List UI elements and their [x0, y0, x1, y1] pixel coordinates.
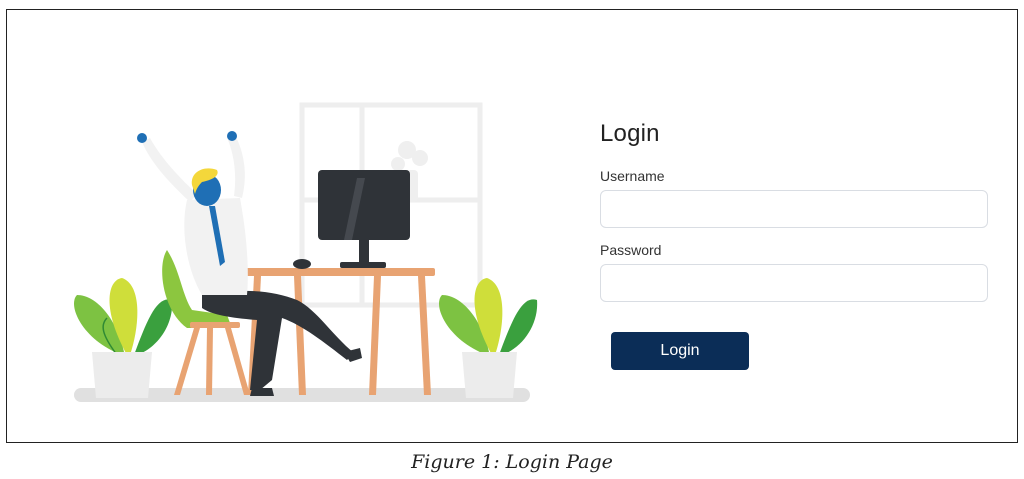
- figure-frame: Login Username Password Login: [6, 9, 1018, 443]
- login-form: Login Username Password Login: [600, 120, 1000, 370]
- login-button[interactable]: Login: [611, 332, 749, 370]
- person-celebrating-illustration: [137, 131, 362, 396]
- username-label: Username: [600, 168, 665, 184]
- plant-icon: [74, 278, 173, 398]
- login-title: Login: [600, 120, 660, 147]
- mouse-icon: [293, 259, 311, 269]
- password-label: Password: [600, 242, 662, 258]
- monitor-icon: [318, 170, 410, 268]
- plant-icon: [439, 278, 538, 398]
- office-illustration: [74, 102, 538, 402]
- username-input[interactable]: [600, 190, 988, 228]
- chair-icon: [162, 250, 250, 395]
- password-input[interactable]: [600, 264, 988, 302]
- figure-caption: Figure 1: Login Page: [411, 451, 613, 473]
